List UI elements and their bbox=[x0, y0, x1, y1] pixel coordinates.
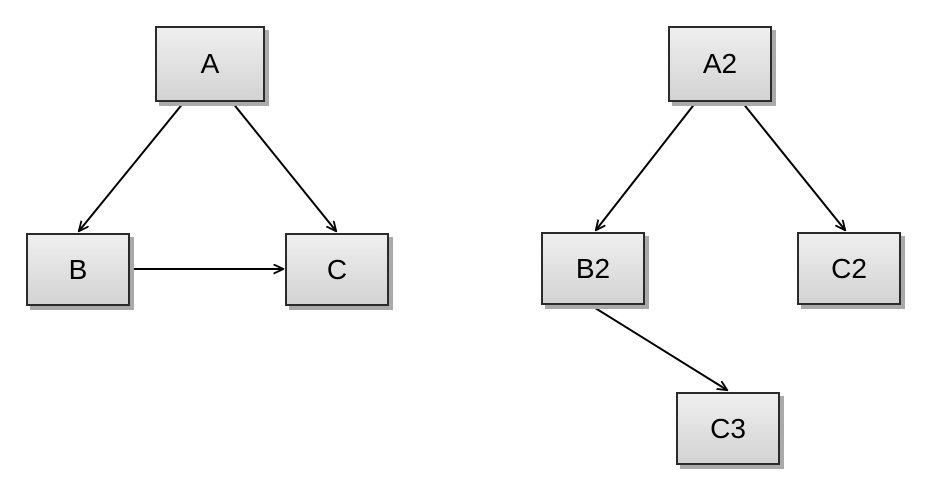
node-label-b2: B2 bbox=[575, 252, 611, 284]
edge-a-to-c bbox=[231, 101, 336, 231]
edge-a-to-b bbox=[79, 101, 185, 231]
node-b[interactable]: B bbox=[26, 233, 130, 306]
node-c[interactable]: C bbox=[285, 233, 389, 306]
node-a[interactable]: A bbox=[155, 26, 265, 102]
node-label-c: C bbox=[326, 253, 348, 285]
edge-a2-to-b2 bbox=[596, 101, 697, 230]
node-c2[interactable]: C2 bbox=[797, 232, 901, 305]
edge-b2-to-c3 bbox=[591, 305, 727, 390]
node-label-a: A bbox=[200, 48, 220, 79]
edge-a2-to-c2 bbox=[741, 101, 845, 230]
node-label-b: B bbox=[68, 253, 88, 285]
node-c3[interactable]: C3 bbox=[676, 392, 780, 465]
edges-group bbox=[79, 101, 845, 390]
node-label-c2: C2 bbox=[831, 252, 867, 284]
node-label-a2: A2 bbox=[702, 48, 738, 79]
node-b2[interactable]: B2 bbox=[541, 232, 645, 305]
node-a2[interactable]: A2 bbox=[668, 26, 772, 102]
node-label-c3: C3 bbox=[710, 412, 746, 444]
